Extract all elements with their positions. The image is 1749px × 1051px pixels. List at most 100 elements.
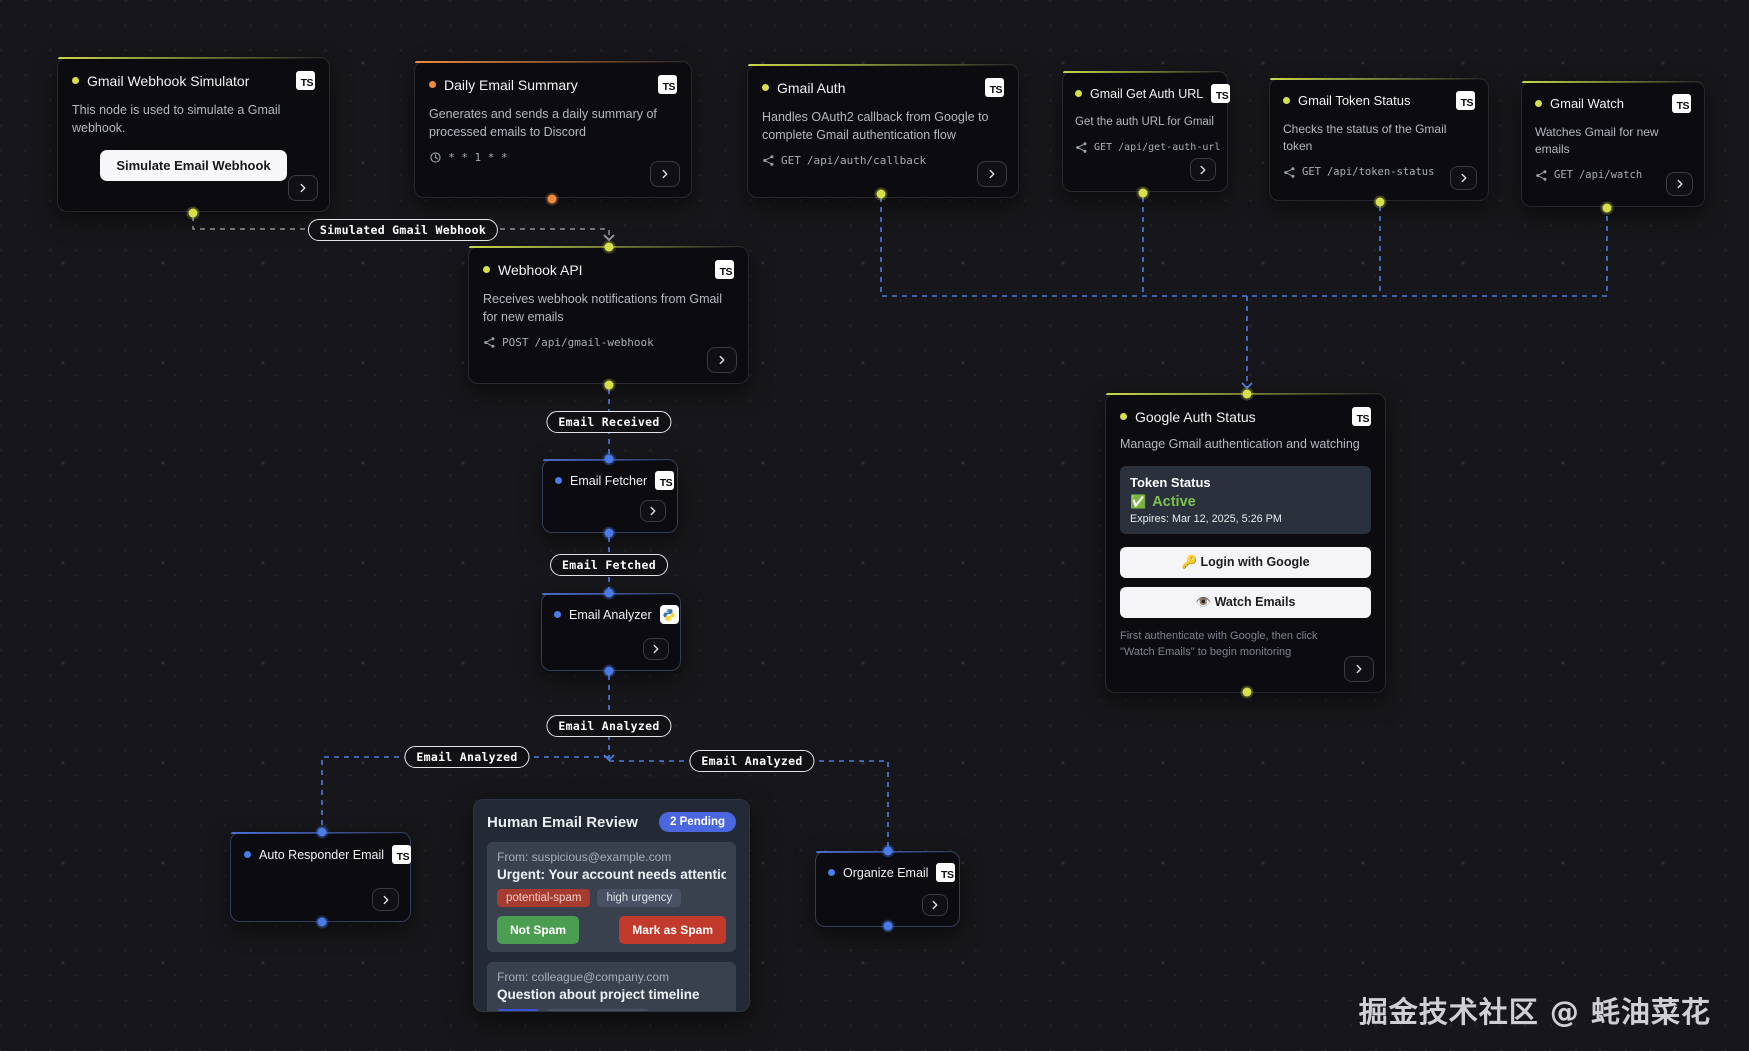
typescript-badge: TS bbox=[936, 863, 956, 882]
node-gmail-token-status[interactable]: Gmail Token Status TS Checks the status … bbox=[1269, 78, 1489, 201]
chevron-right-icon bbox=[932, 900, 938, 910]
expand-node-button[interactable] bbox=[1450, 166, 1477, 190]
node-title: Google Auth Status bbox=[1135, 408, 1256, 425]
auth-caption: First authenticate with Google, then cli… bbox=[1120, 630, 1318, 659]
typescript-badge: TS bbox=[985, 78, 1004, 97]
node-title: Gmail Webhook Simulator bbox=[87, 72, 250, 89]
expand-node-button[interactable] bbox=[643, 638, 669, 660]
status-dot-icon bbox=[554, 611, 561, 618]
http-method: GET bbox=[1094, 141, 1113, 153]
node-header: Daily Email Summary TS bbox=[429, 75, 677, 94]
node-header: Gmail Get Auth URL TS bbox=[1075, 84, 1231, 103]
review-header: Human Email Review 2 Pending bbox=[487, 812, 736, 832]
node-gmail-auth[interactable]: Gmail Auth TS Handles OAuth2 callback fr… bbox=[747, 64, 1019, 198]
token-status-panel: Token Status ✅ Active Expires: Mar 12, 2… bbox=[1120, 466, 1371, 535]
expand-node-button[interactable] bbox=[640, 500, 666, 522]
node-gmail-webhook-simulator[interactable]: Gmail Webhook Simulator TS This node is … bbox=[57, 57, 330, 212]
api-icon bbox=[763, 155, 774, 167]
simulate-email-webhook-button[interactable]: Simulate Email Webhook bbox=[100, 150, 287, 182]
tag-work: work bbox=[497, 1009, 540, 1011]
expand-node-button[interactable] bbox=[977, 161, 1007, 187]
email-subject: Urgent: Your account needs attention bbox=[497, 867, 726, 882]
node-title: Email Fetcher bbox=[570, 473, 648, 488]
api-path: /api/watch bbox=[1578, 169, 1643, 182]
chevron-right-icon bbox=[650, 506, 656, 516]
event-label-email-analyzed: Email Analyzed bbox=[404, 746, 530, 768]
event-label-email-received: Email Received bbox=[546, 411, 672, 433]
expand-node-button[interactable] bbox=[1190, 158, 1216, 181]
event-label-email-fetched: Email Fetched bbox=[550, 554, 668, 576]
node-auto-responder-email[interactable]: Auto Responder Email TS bbox=[230, 832, 412, 922]
typescript-badge: TS bbox=[655, 471, 675, 490]
expand-node-button[interactable] bbox=[1666, 172, 1693, 196]
clock-icon bbox=[430, 152, 441, 163]
expand-node-button[interactable] bbox=[922, 894, 948, 916]
tag-potential-spam: potential-spam bbox=[497, 889, 591, 907]
status-dot-icon bbox=[72, 77, 79, 84]
api-icon bbox=[484, 337, 495, 349]
node-gmail-watch[interactable]: Gmail Watch TS Watches Gmail for new ema… bbox=[1521, 81, 1705, 207]
mark-as-spam-button[interactable]: Mark as Spam bbox=[619, 916, 726, 944]
api-endpoint: GET /api/watch bbox=[1535, 169, 1691, 182]
status-dot-icon bbox=[429, 81, 436, 88]
event-label-email-analyzed: Email Analyzed bbox=[689, 750, 815, 772]
chevron-right-icon bbox=[662, 169, 668, 179]
python-badge bbox=[659, 605, 679, 624]
node-gmail-get-auth-url[interactable]: Gmail Get Auth URL TS Get the auth URL f… bbox=[1062, 71, 1231, 192]
email-review-card: From: colleague@company.com Question abo… bbox=[487, 962, 736, 1011]
event-label-simulated-gmail-webhook: Simulated Gmail Webhook bbox=[307, 219, 499, 241]
node-header: Gmail Token Status TS bbox=[1283, 91, 1475, 110]
node-description: This node is used to simulate a Gmail we… bbox=[72, 103, 281, 136]
expand-node-button[interactable] bbox=[707, 347, 737, 373]
check-emoji-icon: ✅ bbox=[1130, 494, 1147, 510]
api-icon bbox=[1284, 167, 1295, 178]
email-tags: potential-spam high urgency bbox=[497, 889, 726, 907]
node-header: Email Analyzer bbox=[554, 605, 679, 624]
status-dot-icon bbox=[1120, 413, 1127, 420]
node-description: Get the auth URL for Gmail bbox=[1075, 116, 1214, 128]
api-icon bbox=[1076, 141, 1087, 153]
watermark-text: 掘金技术社区 @ 蚝油菜花 bbox=[1358, 995, 1711, 1029]
human-email-review-panel[interactable]: Human Email Review 2 Pending From: suspi… bbox=[473, 799, 750, 1012]
node-description: Handles OAuth2 callback from Google to c… bbox=[762, 110, 989, 143]
api-path: /api/gmail-webhook bbox=[534, 336, 654, 350]
api-path: /api/auth/callback bbox=[806, 154, 927, 168]
chevron-right-icon bbox=[989, 169, 995, 179]
email-actions: Not Spam Mark as Spam bbox=[497, 916, 726, 944]
node-description: Checks the status of the Gmail token bbox=[1283, 122, 1447, 154]
expand-node-button[interactable] bbox=[288, 175, 318, 201]
node-header: Google Auth Status TS bbox=[1120, 407, 1371, 426]
watch-emails-button[interactable]: 👁️ Watch Emails bbox=[1120, 587, 1371, 619]
node-organize-email[interactable]: Organize Email TS bbox=[815, 851, 960, 927]
node-title: Auto Responder Email bbox=[259, 847, 385, 862]
node-header: Webhook API TS bbox=[483, 260, 734, 279]
expand-node-button[interactable] bbox=[650, 161, 680, 187]
token-status-text: Active bbox=[1152, 494, 1196, 511]
node-email-analyzer[interactable]: Email Analyzer bbox=[541, 593, 681, 671]
status-dot-icon bbox=[483, 266, 490, 273]
expand-node-button[interactable] bbox=[372, 888, 399, 911]
node-header: Gmail Webhook Simulator TS bbox=[72, 71, 315, 90]
node-description: Generates and sends a daily summary of p… bbox=[429, 107, 657, 140]
token-status-value: ✅ Active bbox=[1130, 494, 1361, 510]
node-title: Gmail Watch bbox=[1550, 96, 1624, 111]
connection-ports[interactable] bbox=[186, 186, 1614, 933]
email-from: From: suspicious@example.com bbox=[497, 850, 672, 864]
node-title: Gmail Token Status bbox=[1298, 93, 1411, 108]
expand-node-button[interactable] bbox=[1344, 656, 1374, 682]
not-spam-button[interactable]: Not Spam bbox=[497, 916, 580, 944]
node-google-auth-status[interactable]: Google Auth Status TS Manage Gmail authe… bbox=[1105, 393, 1386, 693]
chevron-right-icon bbox=[1200, 165, 1206, 174]
node-description: Manage Gmail authentication and watching bbox=[1120, 437, 1360, 451]
event-label-email-analyzed: Email Analyzed bbox=[546, 715, 672, 737]
node-title: Webhook API bbox=[498, 261, 583, 278]
status-dot-icon bbox=[828, 869, 835, 876]
api-icon bbox=[1536, 170, 1547, 181]
chevron-right-icon bbox=[653, 644, 659, 654]
login-with-google-button[interactable]: 🔑 Login with Google bbox=[1120, 547, 1371, 579]
node-webhook-api[interactable]: Webhook API TS Receives webhook notifica… bbox=[468, 246, 749, 384]
node-email-fetcher[interactable]: Email Fetcher TS bbox=[542, 459, 678, 533]
cron-schedule: * * 1 * * bbox=[429, 151, 677, 164]
http-method: GET bbox=[1302, 166, 1321, 179]
node-daily-email-summary[interactable]: Daily Email Summary TS Generates and sen… bbox=[414, 61, 692, 198]
